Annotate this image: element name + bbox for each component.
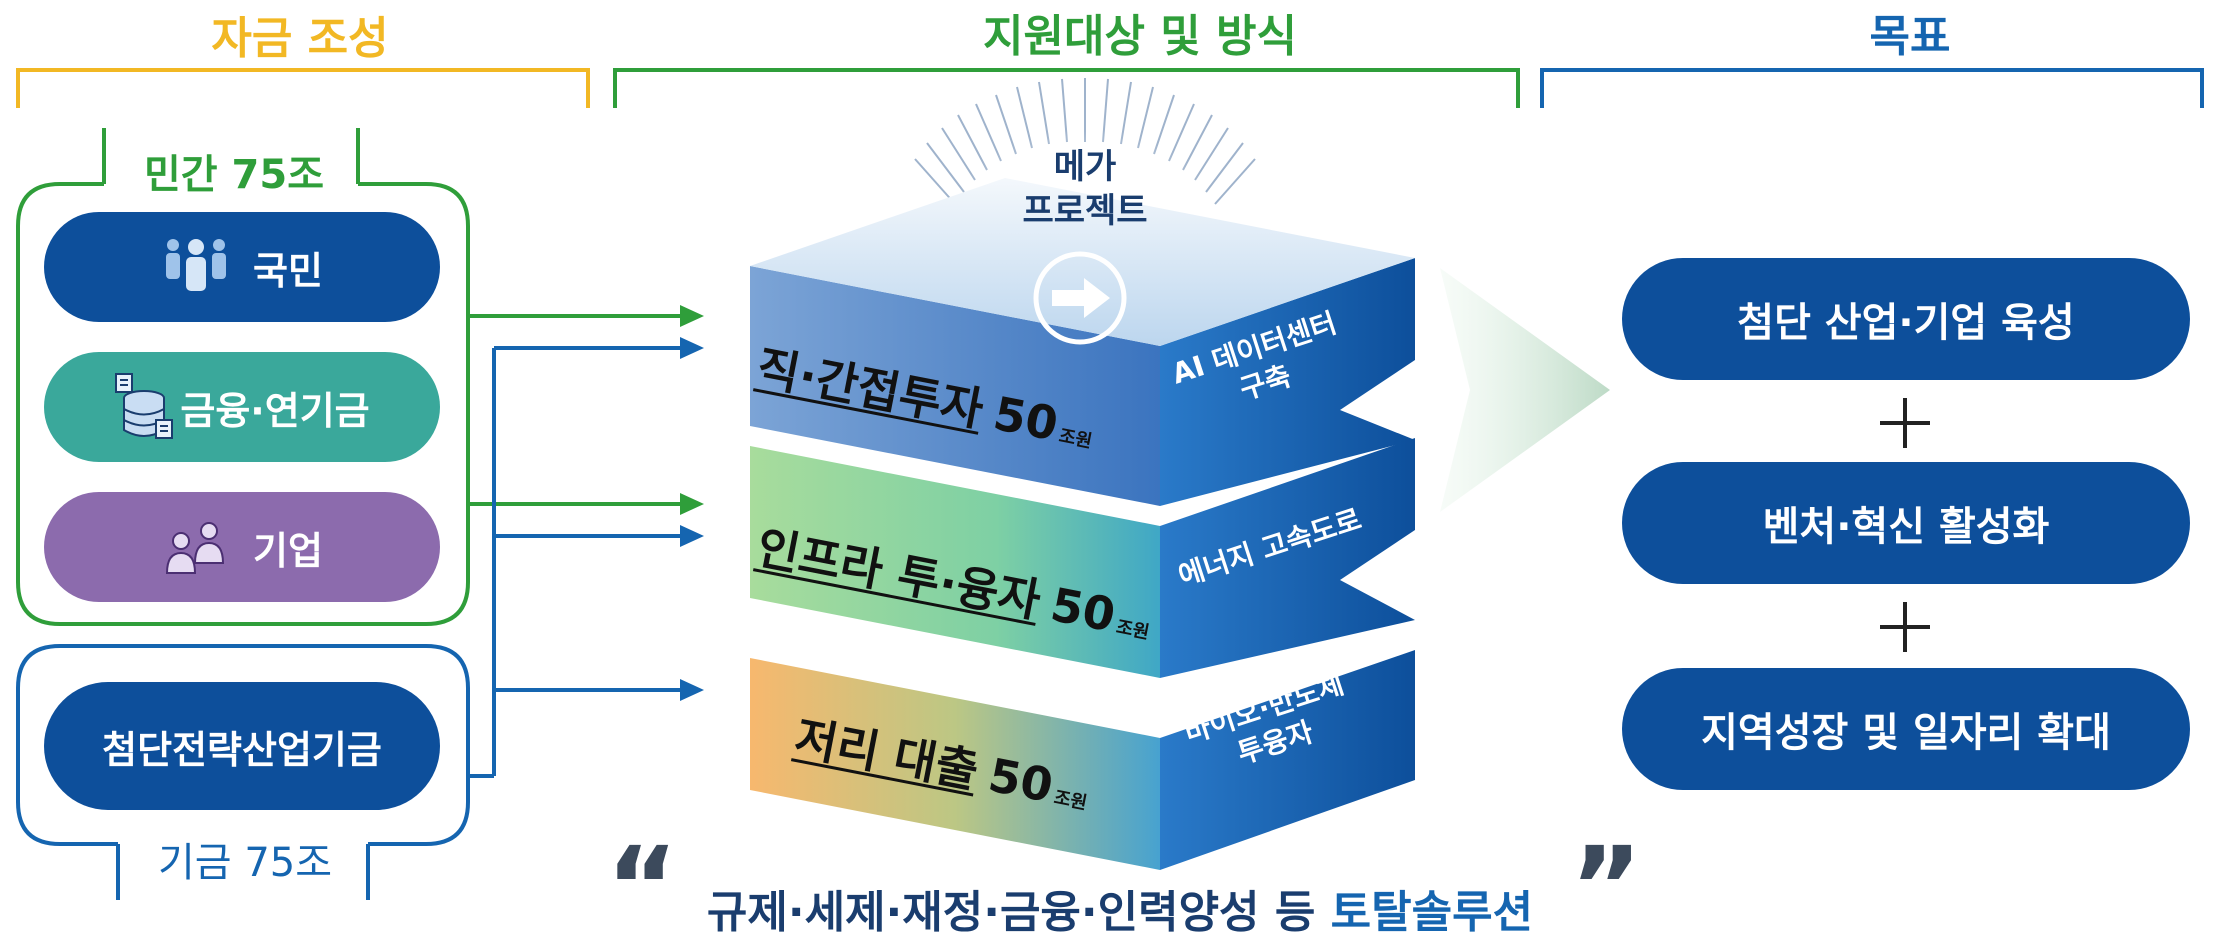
plus-icon — [1880, 398, 1930, 448]
goal-header: 목표 — [1869, 11, 1951, 62]
source-strategic-fund: 첨단전략산업기금 — [44, 682, 440, 810]
total-solution-text: 규제·세제·재정·금융·인력양성 등 — [706, 887, 1331, 938]
open-quote-mark: “ — [606, 823, 679, 951]
source-citizens-label: 국민 — [253, 248, 323, 293]
mega-project-stack — [750, 78, 1610, 870]
funding-frames — [16, 128, 704, 900]
goal-regional-jobs: 지역성장 및 일자리 확대 — [1622, 668, 2190, 790]
funding-header: 자금 조성 — [211, 13, 389, 64]
source-finance-label: 금융·연기금 — [180, 388, 370, 433]
source-companies: 기업 — [44, 492, 440, 602]
total-solution-highlight: 토탈솔루션 — [1330, 887, 1534, 938]
section-brackets — [16, 68, 2204, 108]
total-solution-banner: 규제·세제·재정·금융·인력양성 등 토탈솔루션 — [640, 876, 1600, 940]
private-funding-label: 민간 75조 — [118, 142, 350, 200]
close-quote-mark: ” — [1570, 823, 1643, 951]
source-strategic-fund-label: 첨단전략산업기금 — [102, 727, 382, 772]
database-icon — [114, 372, 174, 442]
people-icon — [161, 235, 231, 299]
source-citizens: 국민 — [44, 212, 440, 322]
layer-infrastructure-unit: 조원 — [1114, 616, 1151, 644]
support-header: 지원대상 및 방식 — [983, 11, 1297, 62]
goal-venture-innovation: 벤처·혁신 활성화 — [1622, 462, 2190, 584]
business-people-icon — [161, 519, 231, 575]
layer-direct-investment-unit: 조원 — [1057, 425, 1094, 453]
goal-advanced-industry: 첨단 산업·기업 육성 — [1622, 258, 2190, 380]
layer-direct-investment-amount: 50 — [989, 386, 1063, 452]
plus-icon — [1880, 602, 1930, 652]
layer-low-interest-loan-unit: 조원 — [1052, 787, 1089, 815]
layer-infrastructure-amount: 50 — [1046, 577, 1120, 643]
source-finance-pension: 금융·연기금 — [44, 352, 440, 462]
source-companies-label: 기업 — [253, 528, 323, 573]
fund-label: 기금 75조 — [132, 830, 359, 888]
layer-low-interest-loan-amount: 50 — [984, 747, 1058, 813]
mega-project-label: 메가 프로젝트 — [1022, 147, 1148, 232]
